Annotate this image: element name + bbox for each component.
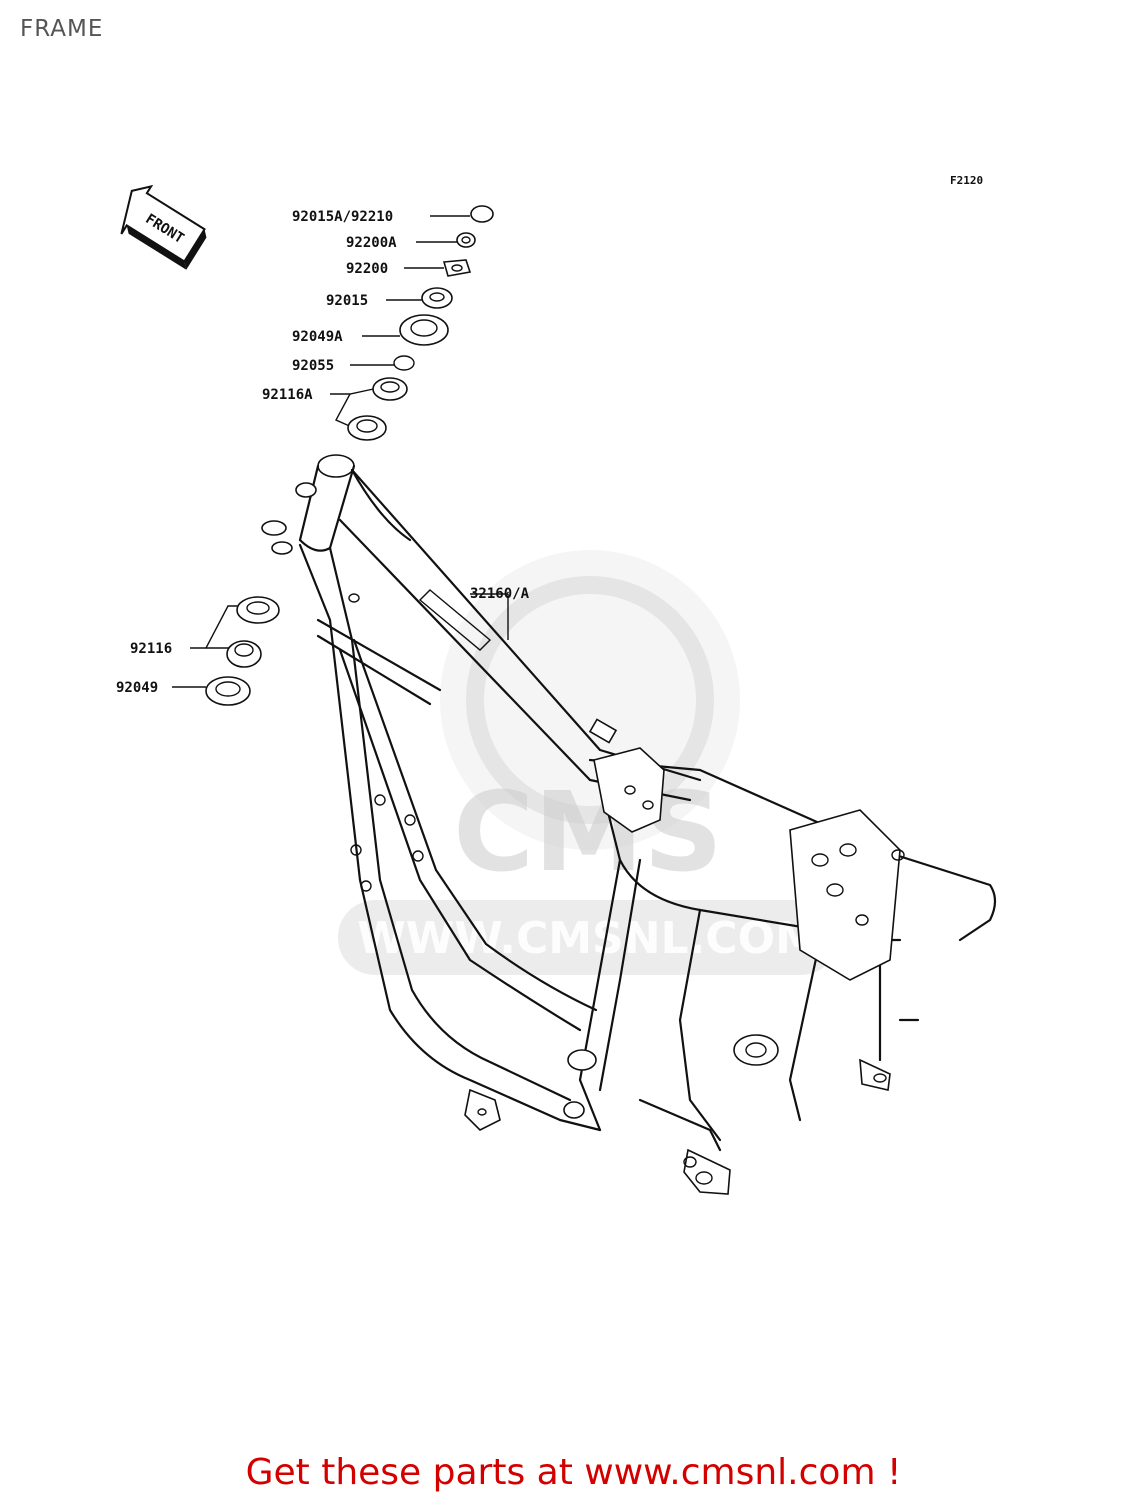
- part-label-92200: 92200: [346, 261, 388, 277]
- frame-body: [261, 454, 997, 1195]
- front-arrow-icon: FRONT: [120, 184, 207, 270]
- part-label-92049: 92049: [116, 680, 158, 696]
- part-label-92015: 92015: [326, 293, 368, 309]
- part-label-92049a: 92049A: [292, 329, 343, 345]
- part-label-92055: 92055: [292, 358, 334, 374]
- watermark-logo: CMS WWW.CMSNL.COM: [338, 550, 838, 975]
- watermark-cms: CMS: [453, 768, 722, 896]
- diagram-code: F2120: [950, 174, 983, 187]
- page-title: FRAME: [20, 16, 104, 42]
- cta-link[interactable]: Get these parts at www.cmsnl.com !: [245, 1452, 902, 1493]
- part-label-92116a: 92116A: [262, 387, 313, 403]
- steering-parts: [205, 205, 494, 706]
- part-label-92015a-92210: 92015A/92210: [292, 209, 393, 225]
- stem-nut-part: [470, 205, 494, 223]
- leader-lines: [172, 215, 509, 688]
- part-label-92200a: 92200A: [346, 235, 397, 251]
- part-label-92116: 92116: [130, 641, 172, 657]
- watermark-text: WWW.CMSNL.COM: [357, 913, 819, 964]
